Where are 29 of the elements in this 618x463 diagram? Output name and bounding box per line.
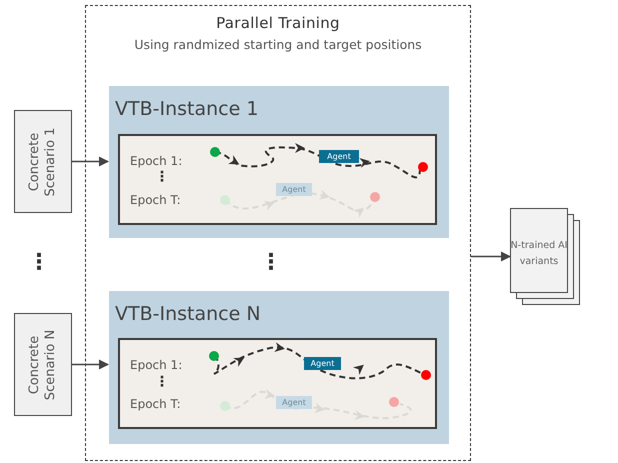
scenario-label: Concrete Scenario 1: [27, 126, 59, 198]
agent-tag: Agent: [304, 357, 341, 370]
ellipsis-mark: ⋮: [260, 252, 282, 274]
document-stack: [510, 208, 580, 305]
scenario-box: [14, 110, 72, 213]
output-label: N-trained AI variants: [510, 239, 568, 269]
arrow: [72, 360, 109, 370]
arrow: [72, 156, 109, 166]
instance-panel: [109, 86, 449, 238]
subtitle-text: Using randmized starting and target positions: [133, 37, 423, 52]
epoch-label: Epoch T:: [130, 397, 181, 411]
ellipsis-mark: ⋮: [155, 170, 169, 184]
arrow: [471, 252, 511, 262]
epoch-label: Epoch 1:: [130, 358, 182, 372]
instance-title: VTB-Instance N: [115, 303, 261, 325]
agent-tag: Agent: [276, 183, 312, 196]
scenario-label: Concrete Scenario N: [27, 328, 59, 402]
epoch-label: Epoch 1:: [130, 154, 182, 168]
training-canvas: [118, 134, 437, 225]
instance-panel: [109, 291, 449, 444]
agent-tag: Agent: [276, 396, 312, 409]
epoch-label: Epoch T:: [130, 193, 181, 207]
title-text: Parallel Training: [215, 14, 341, 32]
instance-title: VTB-Instance 1: [115, 98, 258, 120]
scenario-box: [14, 313, 72, 416]
agent-tag: Agent: [319, 150, 359, 163]
ellipsis-mark: ⋮: [155, 375, 169, 389]
training-canvas: [118, 338, 437, 429]
ellipsis-mark: ⋮: [28, 252, 50, 274]
